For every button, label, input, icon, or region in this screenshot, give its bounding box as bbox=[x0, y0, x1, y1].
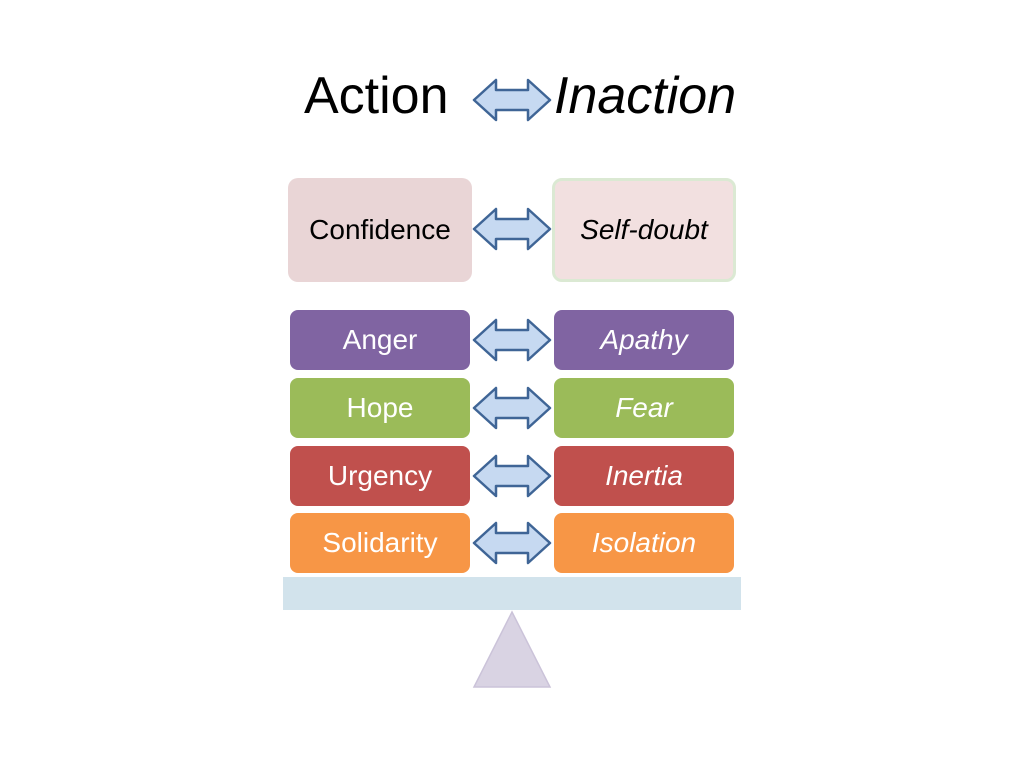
inertia-box: Inertia bbox=[554, 446, 734, 506]
self-doubt-box: Self-doubt bbox=[552, 178, 736, 282]
double-arrow-icon bbox=[472, 318, 552, 362]
double-arrow-icon bbox=[472, 78, 552, 122]
apathy-box: Apathy bbox=[554, 310, 734, 370]
fulcrum-triangle-icon bbox=[472, 610, 552, 688]
balance-beam bbox=[283, 577, 741, 610]
hope-box: Hope bbox=[290, 378, 470, 438]
double-arrow-icon bbox=[472, 386, 552, 430]
anger-box: Anger bbox=[290, 310, 470, 370]
double-arrow-icon bbox=[472, 521, 552, 565]
fear-box: Fear bbox=[554, 378, 734, 438]
isolation-box: Isolation bbox=[554, 513, 734, 573]
title-action: Action bbox=[304, 67, 449, 125]
confidence-box: Confidence bbox=[288, 178, 472, 282]
urgency-box: Urgency bbox=[290, 446, 470, 506]
double-arrow-icon bbox=[472, 454, 552, 498]
double-arrow-icon bbox=[472, 207, 552, 251]
solidarity-box: Solidarity bbox=[290, 513, 470, 573]
title-inaction: Inaction bbox=[554, 67, 737, 125]
